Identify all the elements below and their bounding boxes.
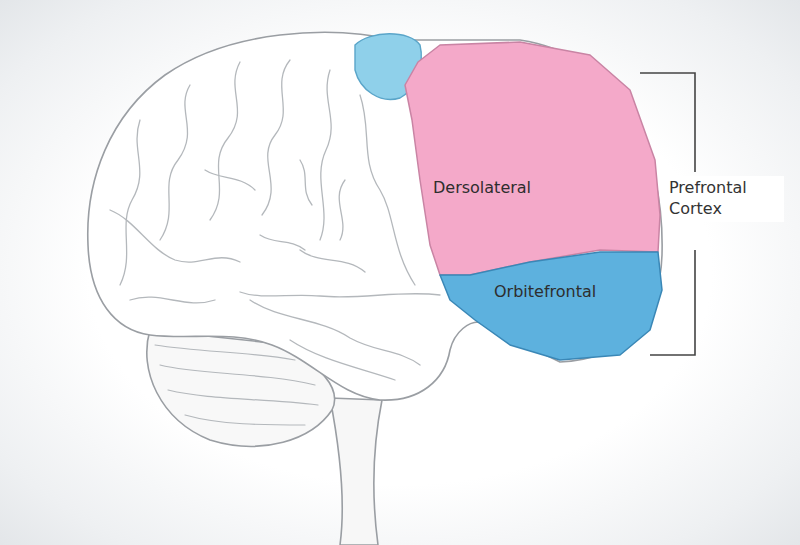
dorsolateral-region: Dersolateral	[395, 40, 663, 278]
region-label: Orbitefrontal	[494, 282, 596, 301]
brainstem	[330, 398, 382, 545]
orbitofrontal-region: Orbitefrontal	[438, 250, 663, 362]
cerebellum-folds	[155, 345, 318, 425]
region-outline	[395, 40, 663, 278]
gyri-lines	[110, 60, 440, 380]
region-label: Dersolateral	[433, 178, 531, 197]
cerebrum	[88, 32, 662, 400]
region-shape	[440, 252, 662, 360]
bracket-label: Prefrontal Cortex	[666, 176, 784, 222]
region-outline	[438, 250, 663, 362]
region-shape	[405, 42, 660, 275]
